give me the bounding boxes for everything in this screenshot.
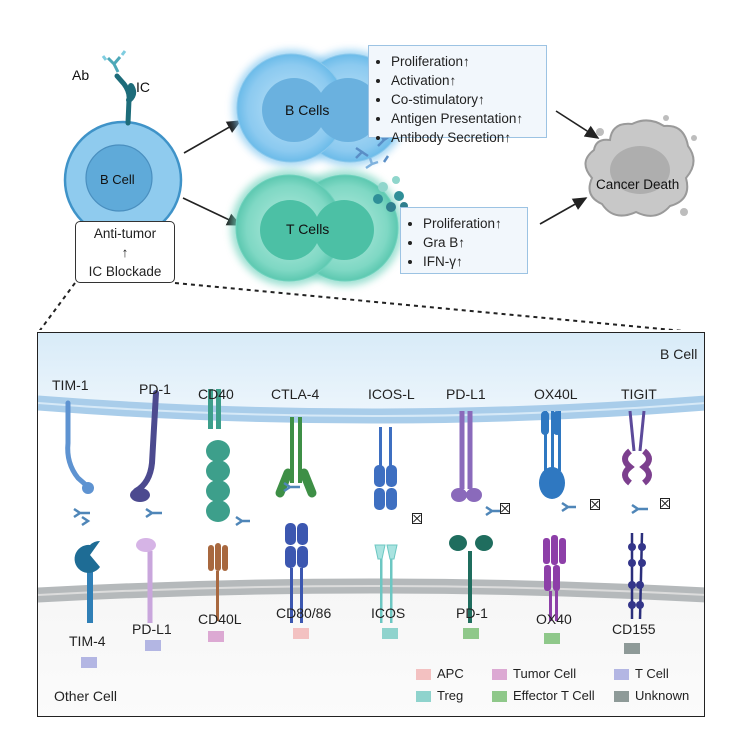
b-effect-item: Antigen Presentation↑: [391, 109, 538, 128]
legend-label-effector-t-cell: Effector T Cell: [513, 688, 595, 703]
blocked-icon: [660, 498, 670, 509]
t-effect-item: Gra B↑: [423, 233, 519, 252]
arrow-to-t-cells: [182, 197, 242, 226]
swatch-t-cell: [81, 657, 97, 668]
b-cells-label: B Cells: [285, 102, 330, 118]
arrow-to-b-cells: [183, 120, 242, 154]
cd40-receptor-icon: [206, 389, 230, 522]
antibody-label: Ab: [72, 67, 90, 83]
receptor-label-pdl1: PD-L1: [446, 386, 486, 402]
legend-swatch-tumor-cell: [492, 669, 507, 680]
ox40-ligand-icon: [543, 535, 566, 621]
top-illustration: [38, 50, 697, 330]
legend-swatch-t-cell: [614, 669, 629, 680]
ligand-label-icos: ICOS: [371, 605, 406, 621]
receptor-label-ctla4: CTLA-4: [271, 386, 320, 402]
blocked-icon: [500, 503, 510, 514]
swatch-unknown: [624, 643, 640, 654]
blocked-icon: [412, 513, 422, 524]
blocked-icon: [590, 499, 600, 510]
receptor-ligand-panel: B Cell Other Cell TIM-1 PD-1 CD40 CTLA-4…: [37, 332, 705, 717]
b-cell-label: B Cell: [100, 172, 135, 187]
ligand-label-cd155: CD155: [612, 621, 656, 637]
t-effect-item: Proliferation↑: [423, 214, 519, 233]
cd155-ligand-icon: [628, 532, 646, 620]
b-effect-item: Antibody Secretion↑: [391, 128, 538, 147]
icos-ligand-icon: [374, 544, 398, 623]
blocking-antibody-icons: [73, 481, 648, 527]
zoom-dashed-right: [174, 282, 683, 330]
swatch-apc: [293, 628, 309, 639]
swatch-effector-t-cell: [544, 633, 560, 644]
ic-receptor-icon: [114, 73, 137, 126]
pdl1-ligand-icon: [136, 538, 156, 623]
panel-b-cell-label: B Cell: [660, 346, 698, 362]
swatch-effector-t-cell: [463, 628, 479, 639]
tim4-ligand-icon: [74, 540, 100, 623]
ic-label: IC: [136, 79, 150, 95]
ligand-label-cd80-86: CD80/86: [276, 605, 332, 621]
anti-tumor-line2: IC Blockade: [88, 264, 162, 279]
cd40l-ligand-icon: [208, 543, 228, 621]
b-effect-item: Activation↑: [391, 71, 538, 90]
zoom-dashed-left: [38, 282, 76, 330]
panel-other-cell-label: Other Cell: [54, 688, 118, 704]
legend-swatch-treg: [416, 691, 431, 702]
arrow-b-to-cancer: [555, 110, 600, 139]
legend-swatch-unknown: [614, 691, 629, 702]
receptor-label-cd40: CD40: [198, 386, 234, 402]
anti-tumor-arrow: ↑: [121, 245, 129, 260]
b-cell-effects-box: Proliferation↑ Activation↑ Co-stimulator…: [368, 45, 547, 145]
legend-label-tumor-cell: Tumor Cell: [513, 666, 577, 681]
legend-swatch-effector-t-cell: [492, 691, 507, 702]
ligand-label-pdl1: PD-L1: [132, 621, 172, 637]
icosl-receptor-icon: [374, 427, 397, 510]
pd1-ligand-icon: [449, 535, 493, 623]
legend-label-treg: Treg: [437, 688, 464, 703]
swatch-treg: [382, 628, 398, 639]
ligand-label-pd1: PD-1: [456, 605, 488, 621]
legend-label-unknown: Unknown: [635, 688, 690, 703]
ligand-label-ox40: OX40: [536, 611, 572, 627]
swatch-t-cell: [145, 640, 161, 651]
ligand-label-tim4: TIM-4: [69, 633, 106, 649]
cancer-death-label: Cancer Death: [596, 177, 680, 192]
b-effect-item: Proliferation↑: [391, 52, 538, 71]
cytokine-dots-icon: [373, 176, 408, 212]
legend-label-apc: APC: [437, 666, 464, 681]
b-effect-item: Co-stimulatory↑: [391, 90, 538, 109]
receptor-label-tim1: TIM-1: [52, 377, 89, 393]
t-cell-effects-box: Proliferation↑ Gra B↑ IFN-γ↑: [400, 207, 528, 274]
panel-illustration: [38, 333, 704, 716]
receptor-label-tigit: TIGIT: [621, 386, 657, 402]
swatch-tumor-cell: [208, 631, 224, 642]
legend-label-t-cell: T Cell: [635, 666, 669, 681]
b-cell: [63, 120, 183, 240]
legend-swatch-apc: [416, 669, 431, 680]
cd80-86-ligand-icon: [285, 523, 308, 623]
pd1-receptor-icon: [130, 390, 159, 502]
receptor-label-pd1: PD-1: [139, 381, 171, 397]
arrow-t-to-cancer: [539, 197, 588, 225]
t-cells-pair: [231, 170, 403, 286]
tigit-receptor-icon: [622, 410, 652, 486]
tim1-receptor-icon: [65, 400, 94, 494]
pdl1-receptor-icon: [451, 411, 482, 502]
t-cells-label: T Cells: [286, 221, 330, 237]
ox40l-receptor-icon: [539, 411, 565, 499]
anti-tumor-line1: Anti-tumor: [93, 226, 157, 241]
ligand-label-cd40l: CD40L: [198, 611, 242, 627]
antibody-icon: [101, 50, 127, 73]
cancer-cell-icon: [584, 115, 697, 217]
receptor-label-ox40l: OX40L: [534, 386, 578, 402]
anti-tumor-box: Anti-tumor ↑ IC Blockade: [75, 221, 175, 283]
receptor-label-icosl: ICOS-L: [368, 386, 415, 402]
t-effect-item: IFN-γ↑: [423, 252, 519, 271]
ctla4-receptor-icon: [275, 417, 317, 498]
